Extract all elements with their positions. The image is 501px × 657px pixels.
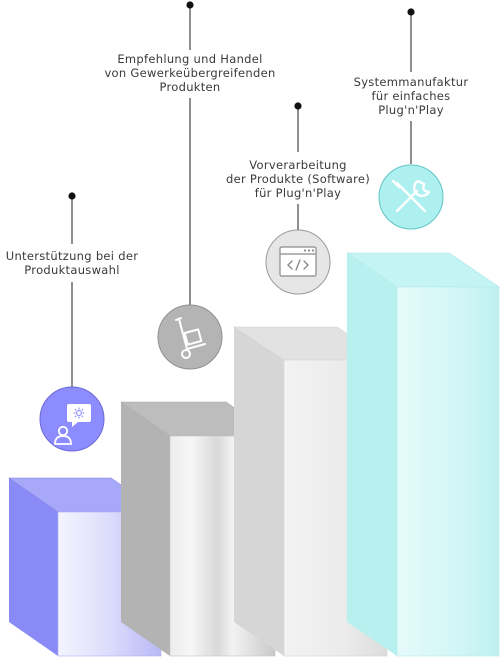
step-2-line-3: Produkten [159, 80, 221, 94]
step-2-line-2: von Gewerkeübergreifenden [104, 66, 276, 80]
step-4-line-1: Systemmanufaktur [353, 75, 469, 89]
connector-3 [294, 102, 302, 232]
block-1-side [9, 478, 58, 656]
connector-dot-4 [407, 8, 415, 16]
step-block-4 [346, 252, 500, 657]
hand-truck-icon [157, 304, 223, 370]
step-3-line-1: Vorverarbeitung [249, 158, 347, 172]
step-3-line-2: der Produkte (Software) [225, 172, 371, 186]
connector-1 [68, 192, 76, 393]
step-2-label: Empfehlung und Handel von Gewerkeübergre… [85, 52, 295, 94]
tools-icon [378, 164, 444, 230]
step-3-line-3: für Plug'n'Play [254, 186, 342, 200]
block-4-front [396, 286, 500, 657]
step-4-line-3: Plug'n'Play [378, 103, 444, 117]
connector-dot-1 [68, 192, 76, 200]
support-person-icon [39, 386, 105, 452]
step-1-line-1: Unterstützung bei der [5, 249, 139, 263]
block-4-side [347, 253, 397, 656]
block-3-side [234, 327, 284, 656]
step-2-line-1: Empfehlung und Handel [117, 52, 263, 66]
connector-dot-2 [186, 1, 194, 9]
step-4-label: Systemmanufaktur für einfaches Plug'n'Pl… [339, 75, 483, 117]
step-3-label: Vorverarbeitung der Produkte (Software) … [210, 158, 386, 200]
connector-4 [407, 8, 415, 164]
step-1-line-2: Produktauswahl [24, 263, 120, 277]
code-window-icon [265, 229, 331, 295]
connector-2 [186, 1, 194, 306]
step-4-line-2: für einfaches [371, 89, 451, 103]
block-2-side [121, 402, 170, 656]
connector-dot-3 [294, 102, 302, 110]
step-1-label: Unterstützung bei der Produktauswahl [0, 249, 144, 277]
